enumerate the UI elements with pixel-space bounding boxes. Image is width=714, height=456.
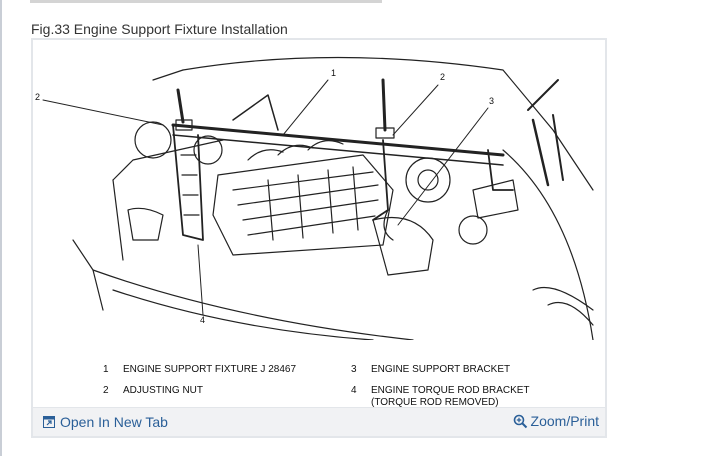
front-bumper (92, 269, 414, 340)
right-fender (502, 149, 594, 340)
legend-number: 2 (103, 385, 109, 396)
top-divider (30, 0, 382, 3)
legend-text: ENGINE SUPPORT BRACKET (371, 364, 511, 375)
legend-number: 4 (351, 385, 357, 396)
engine-block (212, 154, 394, 256)
figure-footer: Open In New Tab Zoom/Print (33, 407, 605, 436)
hood-strut-right (531, 118, 550, 187)
hood-outline (182, 56, 594, 191)
hood-edge (152, 69, 184, 81)
magnifier-plus-icon (513, 414, 528, 429)
adjusting-nut-left (176, 88, 185, 124)
adjusting-nut-right (381, 78, 387, 132)
window-left-edge (0, 0, 2, 456)
open-new-tab-icon (43, 416, 55, 428)
fixture-left-leg (172, 124, 204, 241)
legend-number: 3 (351, 364, 357, 375)
zoom-print-label: Zoom/Print (530, 413, 599, 429)
legend-text: ENGINE SUPPORT FIXTURE J 28467 (123, 364, 297, 375)
open-in-new-tab-link[interactable]: Open In New Tab (43, 413, 168, 431)
engine-support-bracket (372, 139, 389, 221)
callout-1: 1 (331, 68, 336, 78)
legend-text: ENGINE TORQUE ROD BRACKET (371, 385, 530, 396)
callout-2-left: 2 (35, 92, 40, 102)
open-in-new-tab-label: Open In New Tab (60, 414, 168, 430)
figure-title: Fig.33 Engine Support Fixture Installati… (31, 21, 288, 37)
support-fixture-beam (171, 123, 505, 157)
legend-text: ADJUSTING NUT (123, 385, 203, 396)
callout-3: 3 (489, 96, 494, 106)
callout-4: 4 (200, 315, 205, 325)
legend-text-line2: (TORQUE ROD REMOVED) (371, 397, 499, 408)
engine-diagram[interactable]: 1 2 2 3 4 (33, 40, 605, 340)
figure-card: 1 2 2 3 4 1 ENGINE SUPPORT FIXTURE J 284… (31, 38, 607, 438)
legend-number: 1 (103, 364, 109, 375)
zoom-print-link[interactable]: Zoom/Print (513, 412, 599, 430)
callout-2-right: 2 (440, 72, 445, 82)
